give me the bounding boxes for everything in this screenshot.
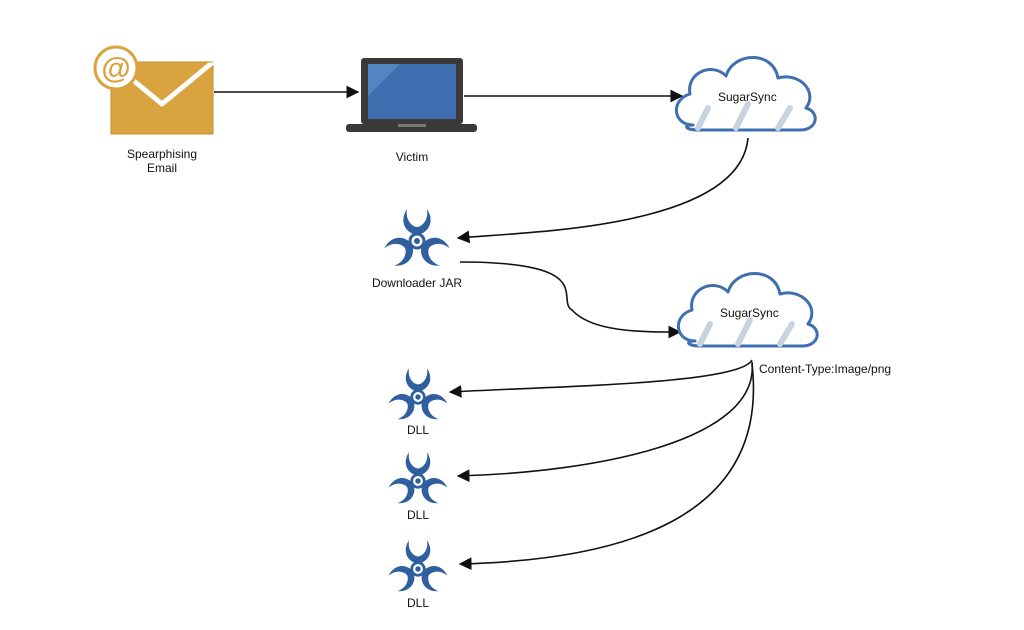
edge-downloader-to-cloud2: [459, 261, 682, 339]
edge-cloud2-to-dll3: [458, 363, 755, 571]
biohazard-icon: [385, 538, 451, 596]
email-label-line1: Spearphising: [126, 147, 198, 161]
laptop-icon: [346, 58, 477, 132]
edge-cloud2-to-dll1: [448, 359, 753, 398]
victim-label: Victim: [395, 150, 429, 164]
email-label-line2: Email: [146, 161, 177, 175]
email-envelope-icon: @: [93, 45, 215, 135]
edge-cloud1-to-downloader: [456, 137, 749, 244]
biohazard-icon: [380, 207, 454, 271]
cloud2-label: SugarSync: [720, 306, 779, 320]
biohazard-icon: [385, 366, 451, 424]
dll3-label: DLL: [406, 596, 429, 610]
downloader-label: Downloader JAR: [371, 276, 463, 290]
content-type-annotation: Content-Type:Image/png: [759, 362, 892, 376]
cloud1-label: SugarSync: [718, 90, 777, 104]
dll1-label: DLL: [406, 423, 429, 437]
edge-cloud2-to-dll2: [456, 361, 753, 483]
svg-text:@: @: [101, 52, 130, 85]
biohazard-icon: [385, 450, 451, 508]
dll2-label: DLL: [406, 508, 429, 522]
